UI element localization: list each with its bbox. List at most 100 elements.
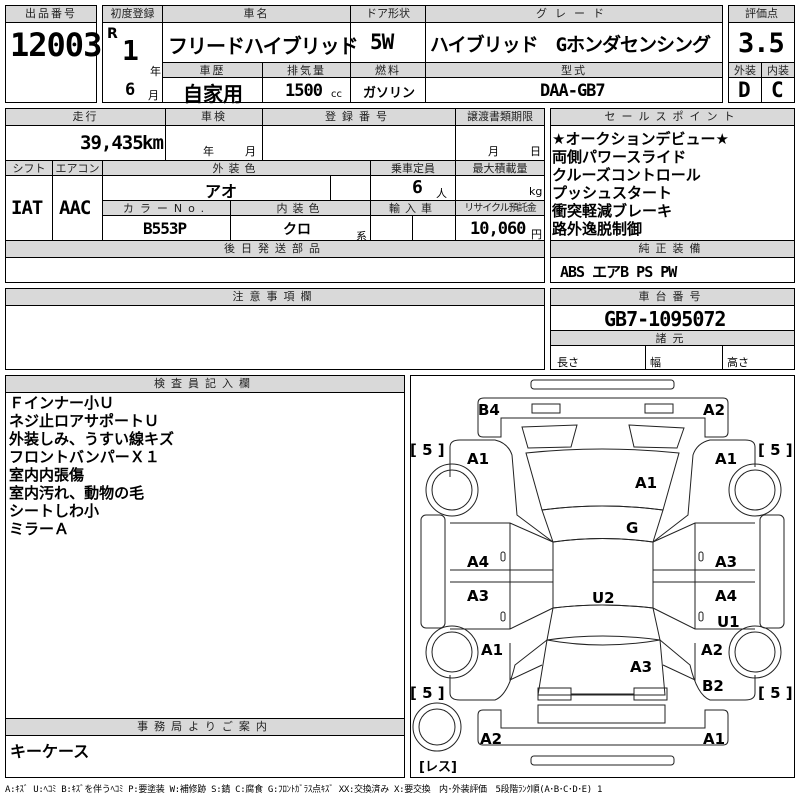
reg-year: 1 — [122, 34, 139, 67]
inspector-note: 外装しみ、うすい線キズ — [9, 430, 175, 448]
front-panels — [521, 424, 685, 449]
grade: ハイブリッド Gホンダセンシング — [430, 34, 711, 56]
wheel-rr — [728, 625, 782, 679]
mark-rear-door-right-2: U1 — [717, 613, 740, 631]
score: 3.5 — [738, 28, 785, 59]
sales-point: ★オークションデビュー★ — [552, 130, 729, 148]
later-parts-cell — [5, 257, 545, 283]
inspector-label: 検査員記入欄 — [5, 375, 405, 393]
front-fender-left — [449, 439, 554, 543]
history: 自家用 — [183, 82, 243, 106]
spare-tire — [412, 702, 462, 752]
era: R — [107, 26, 118, 42]
mark-roof: U2 — [592, 589, 615, 607]
rear-window — [546, 604, 661, 641]
ext-color: アオ — [205, 182, 238, 201]
import-label: 輸入車 — [370, 200, 456, 216]
wheel-fr — [728, 463, 782, 517]
model-label: 型式 — [425, 62, 723, 78]
mileage: 39,435 — [80, 132, 144, 154]
taillight-left — [537, 687, 572, 701]
equipment-label: 純正装備 — [550, 240, 795, 258]
import-cell — [370, 215, 413, 241]
mark-rear-fender-right: A2 — [701, 641, 723, 659]
import-cell-2 — [412, 215, 456, 241]
mark-rear-gate: A3 — [630, 658, 652, 676]
year-unit: 年 — [150, 65, 161, 78]
displacement: 1500 — [285, 81, 323, 101]
equipment-cell — [550, 257, 795, 283]
grade-label: グレード — [425, 5, 723, 23]
wheel-fl — [425, 463, 479, 517]
door-label: ドア形状 — [350, 5, 426, 23]
month-unit: 月 — [148, 89, 159, 102]
rear-bumper-bar — [530, 755, 675, 766]
front-fender-right — [652, 439, 756, 543]
tr-day-unit: 日 — [530, 145, 541, 158]
inspector-note: シートしわ小 — [9, 502, 100, 520]
car-diagram: B4 A2 A1 A1 A1 G A4 A3 A3 U2 A4 U1 A1 A2… — [410, 379, 793, 775]
fuel: ガソリン — [363, 86, 416, 101]
int-color: クロ — [283, 222, 311, 238]
mark-rear-door-right: A4 — [715, 587, 737, 605]
notes-cell — [5, 305, 545, 370]
mark-rear-door-left: A3 — [467, 587, 489, 605]
chassis-label: 車台番号 — [550, 288, 795, 306]
inspector-note: ネジ止ロアサポートＵ — [9, 412, 160, 430]
displacement-label: 排気量 — [262, 62, 351, 78]
reg-no-label: 登録番号 — [262, 108, 456, 126]
interior-cell — [761, 77, 795, 103]
sales-point: 両側パワースライド — [552, 148, 687, 166]
color-no-label: カラーNo. — [102, 200, 231, 216]
load-unit: kg — [529, 185, 543, 198]
rear-gate — [537, 639, 666, 696]
mark-front-door-right: A3 — [715, 553, 737, 571]
int-color-suffix: 系 — [356, 230, 367, 243]
headlight-right — [644, 403, 674, 414]
interior-label: 内装 — [761, 62, 795, 78]
mark-windshield: G — [626, 519, 638, 537]
tire-rr-depth: [ 5 ] — [758, 684, 793, 702]
office-note: キーケース — [10, 742, 90, 761]
sales-point: クルーズコントロール — [552, 166, 701, 184]
inspector-notes: Ｆインナー小Ｕ ネジ止ロアサポートＵ 外装しみ、うすい線キズ フロントバンパーＸ… — [9, 394, 174, 538]
headlight-left — [531, 403, 561, 414]
inspector-note: ミラーＡ — [9, 520, 70, 538]
sill-right — [759, 514, 785, 629]
chassis-number: GB7-1095072 — [604, 307, 726, 331]
inspector-note: Ｆインナー小Ｕ — [9, 394, 115, 412]
mileage-unit: km — [142, 132, 164, 154]
recycle-unit: 円 — [531, 228, 542, 241]
int-color-label: 内装色 — [230, 200, 371, 216]
front-bumper-bar — [530, 379, 675, 390]
insp-month-unit: 月 — [245, 145, 256, 158]
windshield — [541, 505, 664, 543]
length-label: 長さ — [557, 356, 579, 369]
sales-points-list: ★オークションデビュー★ 両側パワースライド クルーズコントロール プッシュスタ… — [552, 130, 729, 238]
history-label: 車歴 — [162, 62, 263, 78]
notes-label: 注意事項欄 — [5, 288, 545, 306]
shift-label: シフト — [5, 160, 53, 176]
exterior-grade: D — [738, 78, 751, 102]
car-name: フリードハイブリッド — [168, 34, 359, 58]
capacity-unit: 人 — [436, 187, 447, 200]
tire-fl-depth: [ 5 ] — [410, 441, 445, 459]
lot-label: 出品番号 — [5, 5, 97, 23]
rear-bumper — [477, 709, 729, 746]
inspector-note: 室内内張傷 — [9, 466, 85, 484]
mark-front-bumper-right: A2 — [703, 401, 725, 419]
lot-number: 12003 — [10, 26, 102, 64]
front-bumper — [477, 397, 729, 438]
height-cell — [722, 345, 795, 370]
model-cell — [425, 77, 723, 103]
office-cell — [5, 735, 405, 778]
recycle-fee: 10,060 — [470, 219, 526, 239]
ext-color-extra-cell — [330, 175, 371, 201]
mark-rear-quarter-right: B2 — [702, 677, 724, 695]
tire-fr-depth: [ 5 ] — [758, 441, 793, 459]
interior-grade: C — [771, 78, 784, 102]
recycle-label: リサイクル預託金 — [455, 200, 545, 216]
mileage-label: 走行 — [5, 108, 166, 126]
doors-right — [652, 522, 755, 630]
transfer-label: 譲渡書類期限 — [455, 108, 545, 126]
